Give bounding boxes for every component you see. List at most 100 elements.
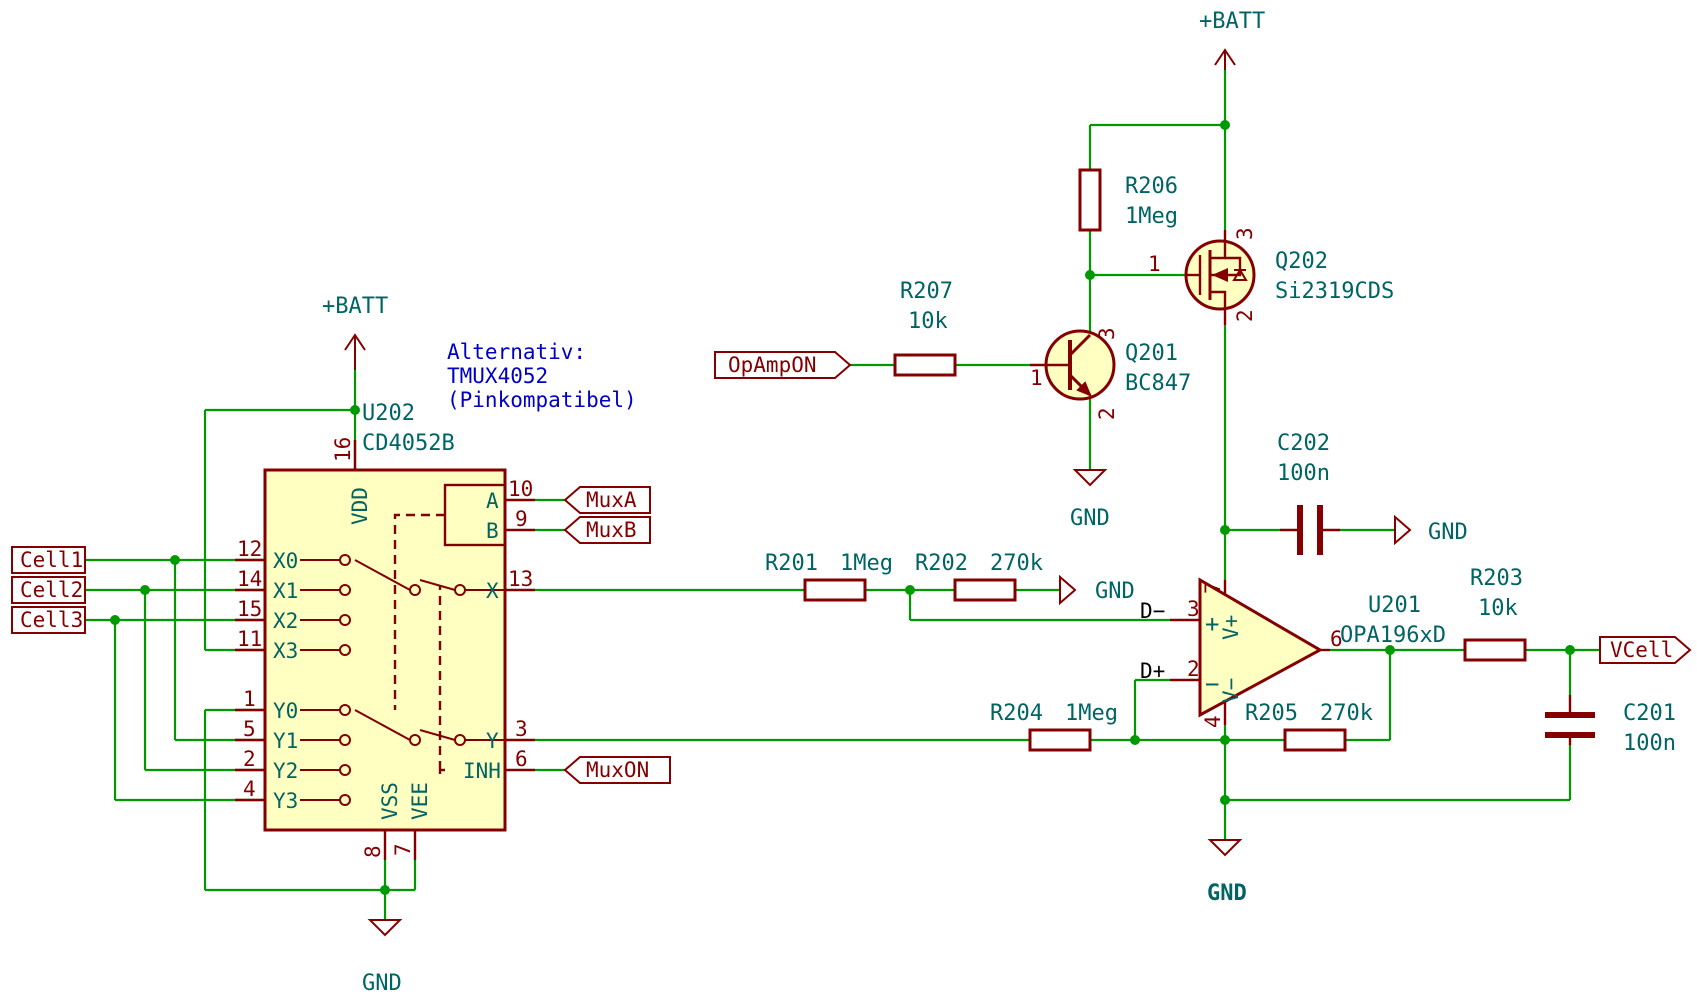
r207-ref: R207 [900,279,953,304]
resistor-r204 [1028,728,1092,752]
opamp-vm-label: V− [1219,678,1243,703]
opamp-d-plus: D+ [1140,659,1165,683]
mux-y-pin: 3 [515,717,528,741]
r201-value: 1Meg [840,551,893,576]
mux-y2-pin: 2 [243,747,256,771]
q202-g-pin: 1 [1148,252,1161,276]
c201-ref: C201 [1623,701,1676,726]
mux-vdd-pin: 16 [331,437,355,462]
opamp-minus-pin: 2 [1187,657,1200,681]
opamp-ref: U201 [1368,593,1421,618]
cell1-label: Cell1 [20,548,83,572]
power-symbols [344,48,1412,937]
resistor-r207 [893,353,957,377]
mux-a-name: A [486,489,499,513]
gnd-label-q201: GND [1070,506,1110,531]
q201-b-pin: 1 [1030,366,1043,390]
capacitor-c202 [1280,505,1340,555]
mux-x0-name: X0 [273,549,298,573]
mux-ref: U202 [362,401,415,426]
opamp-vp-pin: 7 [1201,581,1225,594]
opamp-plus-sign: + [1205,610,1219,638]
opamp-vp-label: V+ [1219,615,1243,640]
mux-vss-name: VSS [378,782,402,820]
mux-x2-pin: 15 [237,597,262,621]
resistor-r203 [1463,638,1527,662]
mux-y1-name: Y1 [273,729,298,753]
c201-value: 100n [1623,731,1676,756]
label-shapes [11,351,1692,784]
q201-e-pin: 2 [1095,407,1119,420]
q202-d-pin: 2 [1233,309,1257,322]
resistor-r205 [1283,728,1347,752]
r205-value: 270k [1320,701,1373,726]
q202-ref: Q202 [1275,249,1328,274]
mux-u202 [235,440,535,860]
batt-label-mux: +BATT [322,294,388,319]
mux-y3-name: Y3 [273,789,298,813]
mux-note-line3: (Pinkompatibel) [447,388,637,412]
resistor-r202 [953,578,1017,602]
opampon-label: OpAmpON [728,353,817,377]
mux-x-name: X [486,579,499,603]
c202-value: 100n [1277,461,1330,486]
mux-vee-name: VEE [408,782,432,820]
vcell-label: VCell [1610,638,1673,662]
q202-value: Si2319CDS [1275,279,1394,304]
capacitor-c201 [1545,695,1595,745]
q202-s-pin: 3 [1233,227,1257,240]
mosfet-q202 [1184,230,1256,325]
mux-note-line2: TMUX4052 [447,364,548,388]
mux-y0-name: Y0 [273,699,298,723]
gnd-label-opamp: GND [1207,881,1247,906]
mux-y2-name: Y2 [273,759,298,783]
mux-x0-pin: 12 [237,537,262,561]
mux-vdd-name: VDD [348,487,372,525]
mux-x2-name: X2 [273,609,298,633]
gnd-label-mux: GND [362,971,402,996]
x-switch [300,554,505,656]
mux-x1-pin: 14 [237,567,262,591]
cell2-label: Cell2 [20,578,83,602]
muxb-label: MuxB [586,518,637,542]
mux-inh-name: INH [463,759,501,783]
r202-ref: R202 [915,551,968,576]
mux-x-pin: 13 [508,567,533,591]
mux-b-pin: 9 [515,507,528,531]
r207-value: 10k [908,309,948,334]
opamp-out-pin: 6 [1330,627,1343,651]
mux-inh-pin: 6 [515,747,528,771]
gnd-label-c202: GND [1428,520,1468,545]
cell3-label: Cell3 [20,608,83,632]
r204-ref: R204 [990,701,1043,726]
opamp-d-minus: D− [1140,599,1165,623]
mux-value: CD4052B [362,431,455,456]
mux-y0-pin: 1 [243,687,256,711]
q201-ref: Q201 [1125,341,1178,366]
muxon-label: MuxON [586,758,649,782]
mux-y-name: Y [486,729,499,753]
r206-value: 1Meg [1125,204,1178,229]
r203-value: 10k [1478,596,1518,621]
mux-y3-pin: 4 [243,777,256,801]
r203-ref: R203 [1470,566,1523,591]
batt-label-top: +BATT [1199,9,1265,34]
mux-a-pin: 10 [508,477,533,501]
opamp-value: OPA196xD [1340,623,1446,648]
transistor-q201 [1030,329,1116,401]
mux-b-name: B [486,519,499,543]
r205-ref: R205 [1245,701,1298,726]
opamp-vm-pin: 4 [1201,715,1225,728]
muxa-label: MuxA [586,488,637,512]
gnd-label-r202: GND [1095,579,1135,604]
mux-note-line1: Alternativ: [447,340,586,364]
opamp-plus-pin: 3 [1187,597,1200,621]
opamp-u201 [1170,577,1330,725]
q201-c-pin: 3 [1095,327,1119,340]
text-labels: +BATT +BATT GND GND GND GND GND U202 CD4… [20,9,1676,996]
q201-value: BC847 [1125,371,1191,396]
mux-y1-pin: 5 [243,717,256,741]
y-switch [300,704,505,806]
r204-value: 1Meg [1065,701,1118,726]
mux-x1-name: X1 [273,579,298,603]
